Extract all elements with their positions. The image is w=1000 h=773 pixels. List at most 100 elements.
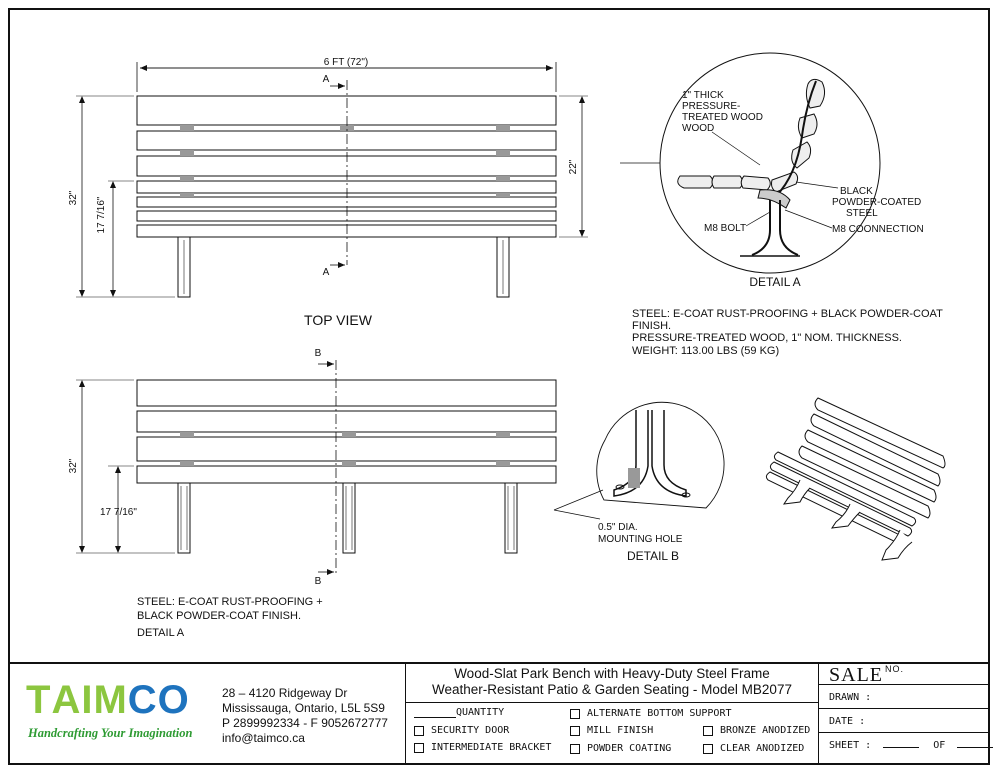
product-title-line2: Weather-Resistant Patio & Garden Seating… [432, 682, 792, 697]
top-view-title: TOP VIEW [304, 312, 373, 328]
front-section-b-lower: B [315, 576, 322, 587]
detail-a-wood-line4: WOOD [682, 123, 714, 134]
drawn-label: DRAWN : [829, 692, 872, 703]
detail-b-title: DETAIL B [627, 549, 679, 563]
checkbox-alternate-bottom-support[interactable] [570, 708, 580, 719]
date-row: DATE : [819, 708, 990, 733]
option-mill-finish-label: MILL FINISH [587, 725, 654, 736]
sheet-of-label: OF [933, 740, 946, 751]
date-label: DATE : [829, 716, 866, 727]
option-clear-anodized[interactable]: CLEAR ANODIZED [703, 743, 804, 754]
address-email: info@taimco.ca [222, 731, 305, 745]
logo-letter: T [26, 678, 52, 722]
product-title-divider [406, 702, 818, 703]
option-powder-coating-label: POWDER COATING [587, 743, 672, 754]
logo-letter: M [93, 678, 128, 722]
product-title: Wood-Slat Park Bench with Heavy-Duty Ste… [406, 666, 818, 698]
front-view [76, 360, 557, 575]
option-bronze-anodized-label: BRONZE ANODIZED [720, 725, 811, 736]
detail-a-steel-line3: STEEL [846, 208, 878, 219]
front-note-line3: DETAIL A [137, 627, 185, 639]
detail-a-bolt-callout: M8 BOLT [704, 223, 746, 234]
detail-a-wood-line2: PRESSURE- [682, 101, 740, 112]
logo-letter: C [127, 678, 158, 722]
checkbox-mill-finish[interactable] [570, 725, 580, 736]
checkbox-clear-anodized[interactable] [703, 743, 713, 754]
detail-a-wood-line3: TREATED WOOD [682, 112, 763, 123]
checkbox-bronze-anodized[interactable] [703, 725, 713, 736]
detail-b [553, 401, 725, 520]
option-powder-coating[interactable]: POWDER COATING [570, 743, 671, 754]
front-note-line1: STEEL: E-COAT RUST-PROOFING + [137, 596, 323, 608]
front-height-dimension: 32" [68, 458, 79, 473]
option-intermediate-bracket-label: INTERMEDIATE BRACKET [431, 742, 552, 753]
checkbox-security-door[interactable] [414, 725, 424, 736]
title-block-divider-left [405, 662, 406, 765]
top-back-height-dimension: 22" [568, 159, 579, 174]
top-width-dimension: 6 FT (72") [324, 57, 369, 68]
option-mill-finish[interactable]: MILL FINISH [570, 725, 653, 736]
options-panel: QUANTITY SECURITY DOOR INTERMEDIATE BRAC… [412, 707, 818, 763]
top-view [76, 62, 588, 298]
sheet-total-blank[interactable] [957, 738, 994, 748]
product-title-line1: Wood-Slat Park Bench with Heavy-Duty Ste… [454, 666, 770, 681]
logo-tagline: Handcrafting Your Imagination [28, 726, 193, 740]
option-clear-anodized-label: CLEAR ANODIZED [720, 743, 805, 754]
option-security-door-label: SECURITY DOOR [431, 725, 510, 736]
logo-letters: TAIMCO [26, 678, 190, 723]
sale-no-text: NO. [885, 664, 905, 674]
sale-text: SALE [829, 664, 883, 686]
drawn-row: DRAWN : [819, 684, 990, 709]
address-line2: Mississauga, Ontario, L5L 5S9 [222, 701, 385, 715]
detail-a-title: DETAIL A [749, 275, 800, 289]
top-seat-height-dimension: 17 7/16" [96, 196, 107, 233]
spec-line4: WEIGHT: 113.00 LBS (59 KG) [632, 345, 779, 357]
top-section-a-lower: A [323, 267, 330, 278]
top-height-dimension: 32" [68, 190, 79, 205]
top-section-a-upper: A [323, 74, 330, 85]
detail-a-connection-callout: M8 COONNECTION [832, 224, 924, 235]
quantity-field[interactable]: QUANTITY [414, 707, 504, 718]
company-address: 28 – 4120 Ridgeway Dr Mississauga, Ontar… [222, 686, 388, 746]
quantity-label: QUANTITY [456, 707, 505, 718]
option-intermediate-bracket[interactable]: INTERMEDIATE BRACKET [414, 742, 551, 753]
option-alternate-bottom-support-label: ALTERNATE BOTTOM SUPPORT [587, 708, 732, 719]
company-logo: TAIMCO Handcrafting Your Imagination [10, 664, 215, 763]
isometric-bench-view [765, 397, 946, 561]
front-seat-height-dimension: 17 7/16" [100, 507, 137, 518]
spec-line3: PRESSURE-TREATED WOOD, 1" NOM. THICKNESS… [632, 332, 902, 344]
sheet-number-blank[interactable] [883, 738, 920, 748]
address-line1: 28 – 4120 Ridgeway Dr [222, 686, 348, 700]
logo-letter: I [81, 678, 94, 722]
detail-a-wood-line1: 1" THICK [682, 90, 724, 101]
detail-a-steel-line1: BLACK [840, 186, 873, 197]
title-block [8, 662, 990, 765]
sheet-row: SHEET : OF [829, 738, 994, 751]
address-phone-fax: P 2899992334 - F 9052672777 [222, 716, 388, 730]
quantity-blank[interactable] [414, 708, 456, 718]
checkbox-intermediate-bracket[interactable] [414, 742, 424, 753]
detail-b-hole-line1: 0.5" DIA. [598, 522, 638, 533]
spec-line1: STEEL: E-COAT RUST-PROOFING + BLACK POWD… [632, 308, 943, 320]
option-bronze-anodized[interactable]: BRONZE ANODIZED [703, 725, 810, 736]
logo-letter: O [157, 678, 190, 722]
detail-b-hole-line2: MOUNTING HOLE [598, 534, 683, 545]
option-alternate-bottom-support[interactable]: ALTERNATE BOTTOM SUPPORT [570, 708, 732, 719]
spec-line2: FINISH. [632, 320, 671, 332]
front-note-line2: BLACK POWDER-COAT FINISH. [137, 610, 301, 622]
front-section-b-upper: B [315, 348, 322, 359]
logo-letter: A [51, 678, 82, 722]
detail-a-steel-line2: POWDER-COATED [832, 197, 921, 208]
sheet-label: SHEET : [829, 740, 872, 751]
logo-wordmark: TAIMCO [26, 678, 190, 723]
checkbox-powder-coating[interactable] [570, 743, 580, 754]
option-security-door[interactable]: SECURITY DOOR [414, 725, 509, 736]
title-block-divider-right [818, 662, 819, 765]
detail-a [620, 52, 881, 274]
sheet-border [8, 8, 990, 765]
